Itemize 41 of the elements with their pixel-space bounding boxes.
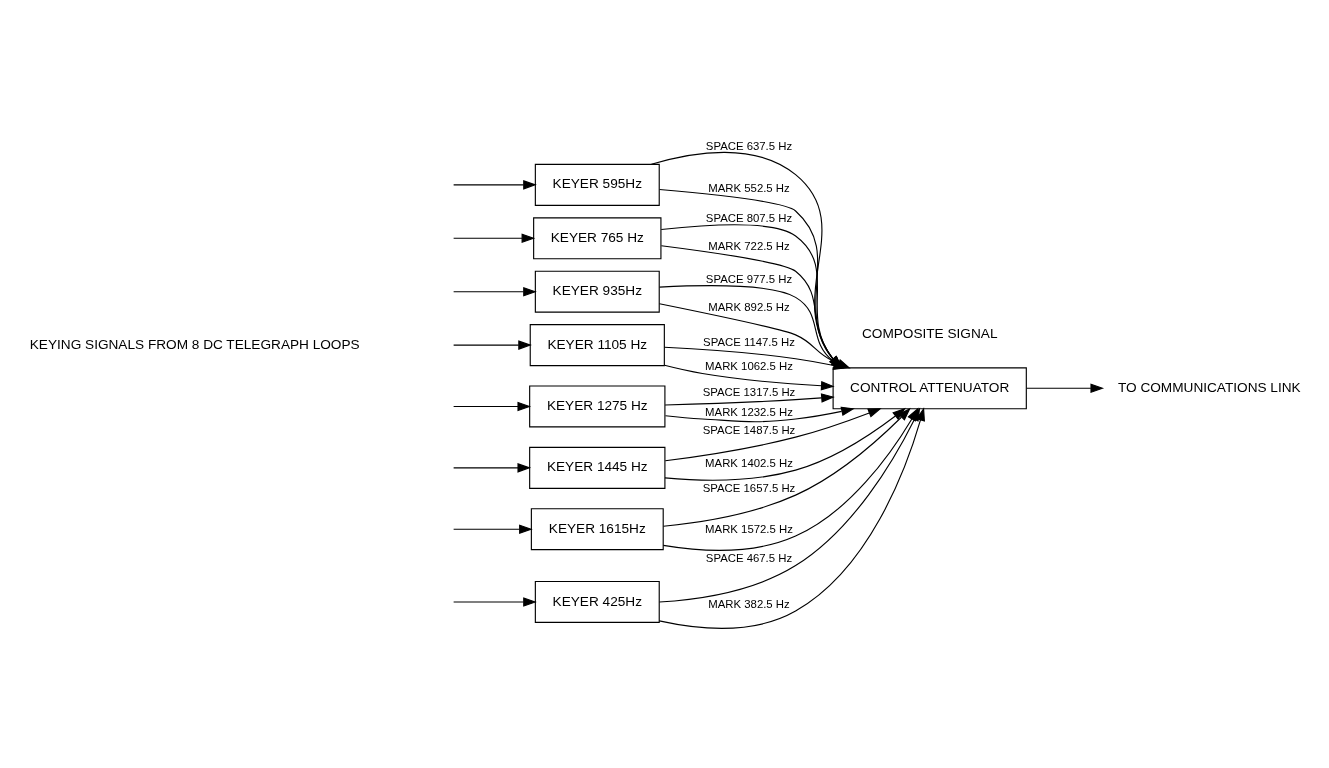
arrow [453,596,537,607]
arrow [664,407,882,461]
arrow [453,401,532,411]
edge-label: SPACE 807.5 Hz [705,211,793,224]
node-box: KEYER 1275 Hz [529,384,666,427]
edge-label: MARK 722.5 Hz [708,239,790,252]
arrow [453,179,537,190]
edge-label: SPACE 1147.5 Hz [703,335,795,348]
edge-label: SPACE 1657.5 Hz [702,481,796,494]
edge-label: MARK 1402.5 Hz [705,456,793,469]
node-box: KEYER 765 Hz [533,216,662,259]
arrow [664,406,855,422]
node-box: KEYER 1445 Hz [529,446,666,489]
node-text: TO COMMUNICATIONS LINK [1117,379,1301,395]
edge-label: MARK 892.5 Hz [708,300,790,313]
arrow [453,233,536,243]
edge-label: MARK 1572.5 Hz [705,522,793,535]
arrow [663,364,835,390]
edge-label: MARK 1232.5 Hz [705,405,793,418]
edge-label: SPACE 1317.5 Hz [702,385,796,398]
arrow [453,286,537,296]
node-box: CONTROL ATTENUATOR [832,366,1027,409]
label: KEYING SIGNALS FROM 8 DC TELEGRAPH LOOPS [29,336,360,352]
node-box: KEYER 1105 Hz [529,323,665,366]
node-box: KEYER 935Hz [534,270,660,313]
node-box: KEYER 425Hz [534,580,660,623]
node-box: KEYER 1615Hz [530,507,664,550]
edge-label: SPACE 1487.5 Hz [702,423,796,436]
edge-label: SPACE 637.5 Hz [705,139,793,152]
edge-label: MARK 382.5 Hz [708,597,790,610]
node-box: KEYER 595Hz [534,163,660,206]
edge-label: MARK 552.5 Hz [708,181,790,194]
arrow [453,523,533,534]
arrow [664,392,835,406]
arrow [453,339,532,350]
edge-label: SPACE 467.5 Hz [705,551,793,564]
arrow [1026,383,1105,393]
edge-label: SPACE 977.5 Hz [705,272,793,285]
label: COMPOSITE SIGNAL [861,325,998,341]
arrow [453,462,532,473]
edge-label: MARK 1062.5 Hz [705,359,793,372]
